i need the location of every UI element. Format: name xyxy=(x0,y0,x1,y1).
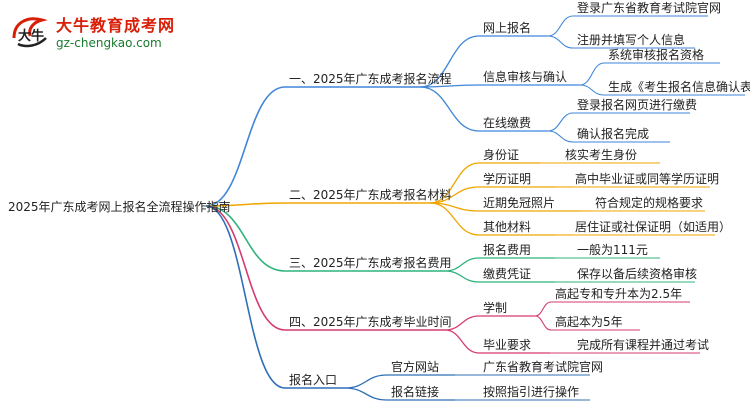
site-logo: 大牛 大牛教育成考网 gz-chengkao.com xyxy=(8,8,208,56)
leaf-node: 按照指引进行操作 xyxy=(483,384,579,399)
leaf-node: 一般为111元 xyxy=(577,242,648,257)
topic-node: 毕业要求 xyxy=(483,338,531,352)
leaf-node: 高中毕业证或同等学历证明 xyxy=(575,171,719,186)
leaf-node: 保存以备后续资格审核 xyxy=(577,266,697,281)
leaf-node: 确认报名完成 xyxy=(577,126,649,141)
leaf-edge xyxy=(534,301,552,317)
topic-edge xyxy=(344,374,388,389)
mindmap-labels: 2025年广东成考网上报名全流程操作指南 一、2025年广东成考报名流程 网上报名… xyxy=(8,0,750,399)
topic-edge xyxy=(429,202,480,236)
topic-node: 报名费用 xyxy=(483,242,531,257)
topic-node: 信息审核与确认 xyxy=(483,69,567,84)
branch-edge xyxy=(205,86,286,207)
topic-node: 在线缴费 xyxy=(483,115,531,130)
topic-node: 近期免冠照片 xyxy=(483,195,555,210)
leaf-edge xyxy=(534,315,552,331)
topic-edge xyxy=(419,84,480,88)
topic-node: 缴费凭证 xyxy=(483,266,531,281)
logo-title: 大牛教育成考网 xyxy=(56,16,176,35)
branch-node: 一、2025年广东成考报名流程 xyxy=(289,71,452,86)
topic-edge xyxy=(344,387,388,401)
leaf-node: 完成所有课程并通过考试 xyxy=(577,337,709,352)
leaf-edge xyxy=(579,62,605,86)
root-node: 2025年广东成考网上报名全流程操作指南 xyxy=(8,199,231,214)
leaf-edge xyxy=(547,15,574,37)
branch-edge xyxy=(205,205,286,272)
leaf-edge xyxy=(579,84,605,96)
logo-url: gz-chengkao.com xyxy=(56,36,162,50)
leaf-edge xyxy=(547,112,574,132)
branch-node: 二、2025年广东成考报名材料 xyxy=(289,187,452,202)
bull-logo-icon: 大牛 xyxy=(8,10,52,54)
leaf-node: 高起本为5年 xyxy=(555,314,623,329)
topic-node: 官方网站 xyxy=(391,359,439,374)
leaf-node: 高起专和专升本为2.5年 xyxy=(555,286,682,301)
mindmap-edges xyxy=(205,15,745,401)
topic-edge xyxy=(444,270,480,283)
branch-edge xyxy=(205,202,286,207)
leaf-edge xyxy=(547,130,574,143)
topic-node: 网上报名 xyxy=(483,20,531,35)
branch-node: 三、2025年广东成考报名费用 xyxy=(289,255,452,270)
topic-edge xyxy=(429,186,480,204)
leaf-node: 登录报名网页进行缴费 xyxy=(577,97,697,112)
branch-node: 报名入口 xyxy=(289,372,337,387)
topic-edge xyxy=(419,35,480,88)
branch-node: 四、2025年广东成考毕业时间 xyxy=(289,315,452,329)
branch-edge xyxy=(205,205,286,389)
leaf-node: 生成《考生报名信息确认表》 xyxy=(608,79,750,94)
leaf-node: 系统审核报名资格 xyxy=(608,47,704,62)
branch-edge xyxy=(205,205,286,331)
logo-mark-text: 大牛 xyxy=(18,28,44,44)
topic-node: 身份证 xyxy=(483,147,519,162)
leaf-node: 登录广东省教育考试院官网 xyxy=(577,0,721,15)
leaf-node: 居住证或社保证明（如适用） xyxy=(575,219,731,234)
topic-edge xyxy=(444,329,480,354)
topic-node: 学历证明 xyxy=(483,171,531,186)
leaf-node: 注册并填写个人信息 xyxy=(577,32,685,47)
topic-edge xyxy=(419,86,480,132)
topic-edge xyxy=(429,162,480,204)
leaf-node: 广东省教育考试院官网 xyxy=(483,359,603,374)
leaf-node: 符合规定的规格要求 xyxy=(595,195,703,210)
topic-node: 学制 xyxy=(483,300,507,315)
leaf-edge xyxy=(547,35,574,49)
topic-edge xyxy=(444,315,480,331)
topic-node: 报名链接 xyxy=(391,384,439,399)
topic-node: 其他材料 xyxy=(483,220,531,234)
leaf-node: 核实考生身份 xyxy=(565,147,637,162)
